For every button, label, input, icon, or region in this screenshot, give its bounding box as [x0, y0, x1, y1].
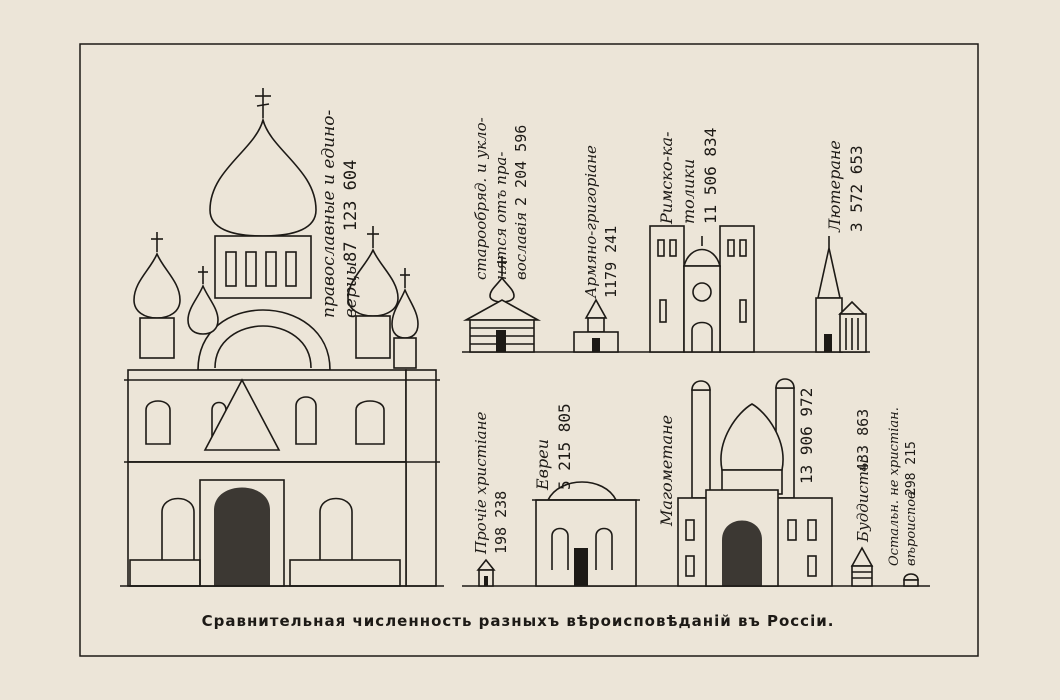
old-believers-number: 2 204 596 — [512, 125, 530, 206]
orthodox-label-group: православные и едино- верцы 87 123 604 — [319, 109, 361, 318]
non-christian-others-label-line2: вѣроиспов. — [904, 487, 919, 566]
figure-caption: Сравнительная численность разныхъ вѣроис… — [202, 612, 835, 630]
other-christians-label-line1: Прочіе христіане — [472, 412, 490, 555]
muslims-number: 13 906 972 — [797, 388, 816, 484]
muslims-label-line1: Магометане — [657, 415, 676, 527]
catholics-label-line2: толики — [679, 159, 698, 224]
synagogue-drawing — [532, 481, 640, 587]
buddhist-shrine-drawing — [850, 546, 874, 587]
non-christian-others-number: 298 215 — [904, 441, 919, 496]
armenian-label-group: Армяно-григоріане 1179 241 — [582, 145, 620, 299]
jews-label-group: Евреи 5 215 805 — [533, 403, 574, 491]
orthodox-label-line1: православные и едино- — [319, 109, 339, 318]
non-christian-others-label-group: Остальн. не христіан. вѣроиспов. 298 215 — [887, 407, 919, 566]
other-christians-label-group: Прочіе христіане 198 238 — [472, 412, 510, 555]
buddhists-label-line1: Буддисты — [854, 459, 872, 543]
armenian-label-line1: Армяно-григоріане — [582, 145, 600, 299]
orthodox-cathedral-drawing — [120, 88, 444, 587]
catholics-label-line1: Римско-ка- — [657, 132, 676, 225]
mosque-drawing — [677, 378, 833, 587]
jews-number: 5 215 805 — [555, 403, 574, 490]
non-christian-others-drawing — [903, 573, 919, 587]
catholics-number: 11 506 834 — [701, 128, 720, 224]
other-christians-number: 198 238 — [492, 491, 510, 554]
armenian-number: 1179 241 — [602, 226, 620, 298]
other-christians-chapel-drawing — [476, 558, 496, 587]
non-christian-others-label-line1: Остальн. не христіан. — [887, 407, 902, 566]
muslims-label-group: Магометане — [657, 415, 676, 527]
lutherans-label-group: Лютеране 3 572 653 — [825, 140, 866, 233]
catholic-cathedral-drawing — [649, 225, 755, 353]
orthodox-number: 87 123 604 — [341, 160, 361, 262]
lutheran-church-drawing — [815, 236, 867, 353]
lutherans-number: 3 572 653 — [847, 145, 866, 232]
lutherans-label-line1: Лютеране — [825, 140, 844, 233]
orthodox-label-line2: верцы — [341, 261, 361, 318]
catholics-label-group: Римско-ка- толики 11 506 834 — [657, 128, 720, 225]
old-believers-label-line1: старообряд. и укло- — [472, 117, 490, 280]
frame-border — [79, 43, 979, 657]
jews-label-line1: Евреи — [533, 439, 552, 491]
armenian-church-drawing — [573, 298, 619, 353]
old-believers-label-line2: нятся отъ пра- — [492, 152, 510, 280]
old-believers-chapel-drawing — [462, 256, 542, 353]
old-believers-label-line3: вославія — [512, 212, 530, 280]
old-believers-label-group: старообряд. и укло- нятся отъ пра- восла… — [472, 117, 530, 280]
muslims-number-group: 13 906 972 — [797, 388, 816, 484]
buddhists-number: 433 863 — [854, 409, 872, 472]
buddhists-label-group: Буддисты 433 863 — [854, 409, 872, 543]
